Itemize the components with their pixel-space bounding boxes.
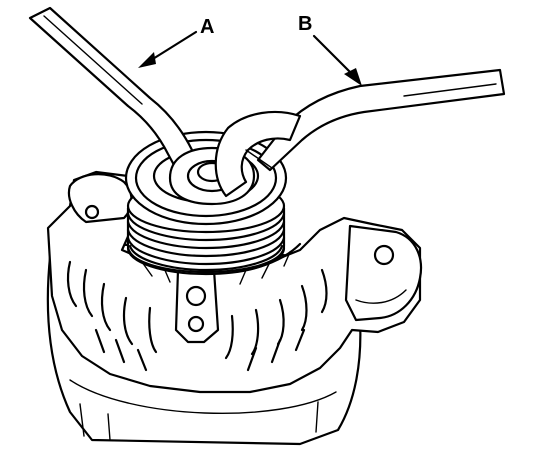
- arrowhead-b: [344, 68, 362, 86]
- callout-a: A: [138, 16, 214, 68]
- pulley-support-strut: [174, 268, 220, 344]
- callout-label-b: B: [298, 13, 312, 35]
- callout-label-a: A: [200, 16, 214, 38]
- callout-b: B: [298, 13, 362, 86]
- arrowhead-a: [138, 52, 156, 68]
- wrench-a: [28, 6, 256, 206]
- wrench-b: [214, 68, 506, 198]
